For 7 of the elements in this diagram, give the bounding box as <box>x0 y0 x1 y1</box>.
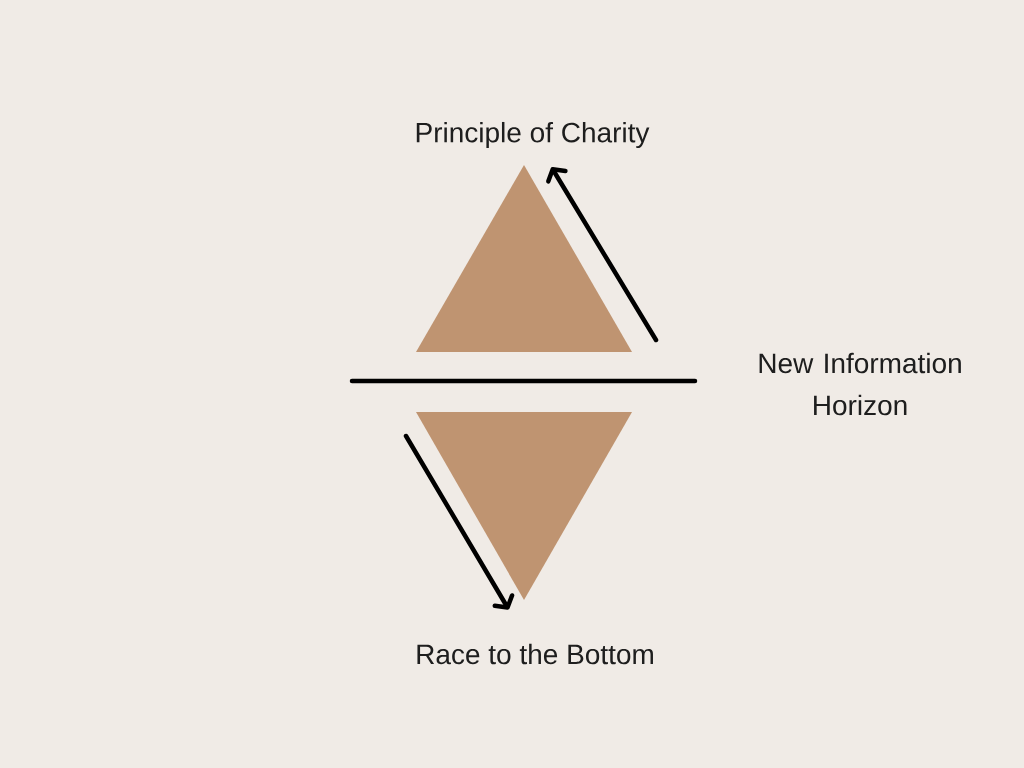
arrow <box>546 167 659 343</box>
arrow <box>403 433 515 610</box>
downward-triangle <box>416 412 632 600</box>
upward-triangle <box>416 165 632 352</box>
label-text: New Information Horizon <box>759 352 961 416</box>
label-text: Principle of Charity <box>416 121 650 149</box>
label-text: Race to the Bottom <box>417 643 653 665</box>
